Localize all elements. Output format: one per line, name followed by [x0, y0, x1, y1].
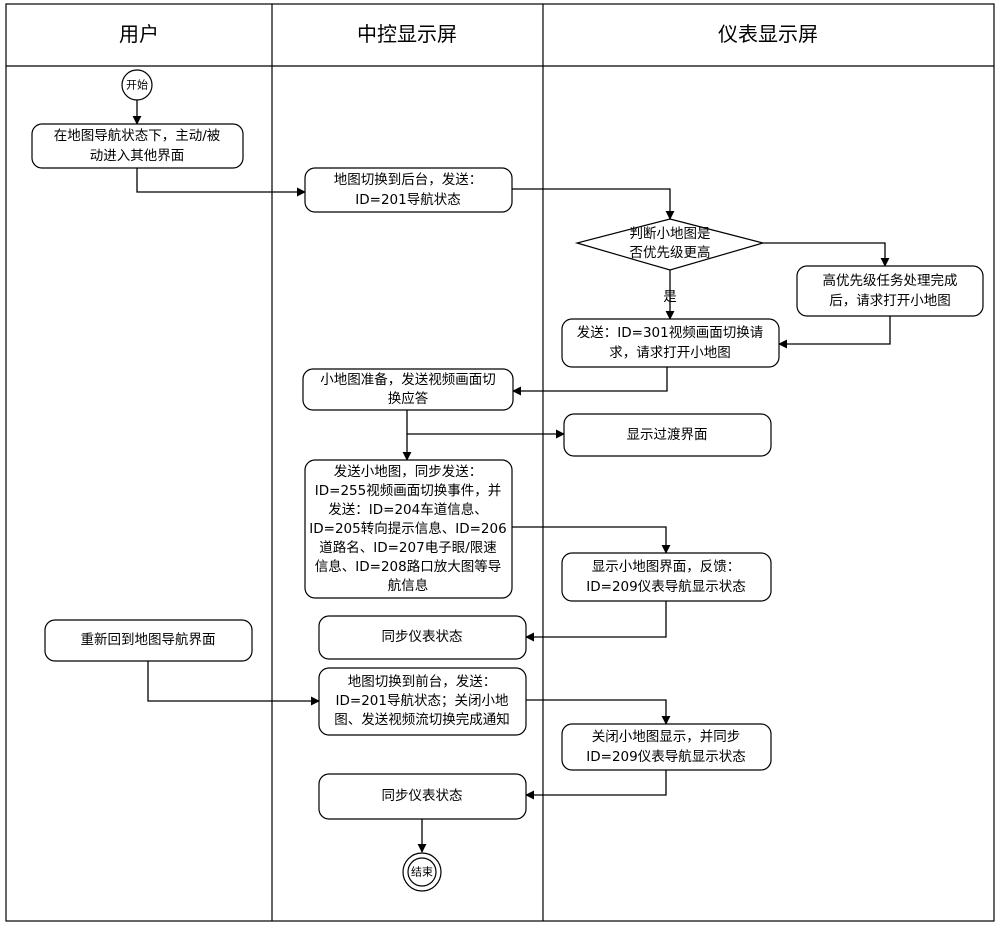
node-user-enter-line-1: 在地图导航状态下，主动/被 — [54, 128, 221, 144]
node-map-fg-line-3: 图、发送视频流切换完成通知 — [334, 711, 510, 728]
node-user-back: 重新回到地图导航界面 — [44, 619, 253, 662]
lane-title-user: 用户 — [119, 22, 159, 46]
arrow-high-priority-to-send301 — [778, 316, 891, 349]
node-sync-state-1: 同步仪表状态 — [318, 615, 527, 660]
node-send-301: 发送：ID=301视频画面切换请 求，请求打开小地图 — [561, 318, 780, 368]
node-map-fg-line-1: 地图切换到前台，发送： — [348, 673, 497, 690]
node-close-minimap-line-1: 关闭小地图显示，并同步 — [592, 729, 741, 745]
node-show-minimap-line-1: 显示小地图界面，反馈： — [592, 559, 741, 575]
arrow-send301-to-ready — [512, 367, 668, 396]
node-close-minimap-line-2: ID=209仪表导航显示状态 — [586, 749, 745, 765]
node-show-minimap-line-2: ID=209仪表导航显示状态 — [586, 579, 745, 595]
swimlane-frame — [5, 3, 995, 922]
lane-title-cluster-display: 仪表显示屏 — [718, 22, 818, 46]
node-send-301-line-1: 发送：ID=301视频画面切换请 — [577, 325, 763, 341]
end-node: 结束 — [402, 852, 442, 892]
node-send-301-line-2: 求，请求打开小地图 — [609, 344, 731, 361]
arrow-background-to-judge — [512, 188, 675, 220]
node-high-priority-line-2: 后，请求打开小地图 — [829, 292, 951, 309]
end-label: 结束 — [411, 866, 433, 879]
arrow-close-to-sync2 — [525, 770, 667, 800]
label-yes: 是 — [663, 289, 677, 305]
node-map-to-foreground: 地图切换到前台，发送： ID=201导航状态；关闭小地 图、发送视频流切换完成通… — [318, 667, 527, 736]
node-minimap-ready: 小地图准备，发送视频画面切 换应答 — [302, 368, 514, 411]
node-high-priority-done: 高优先级任务处理完成 后，请求打开小地图 — [796, 265, 984, 317]
node-sync-state-2: 同步仪表状态 — [318, 773, 527, 820]
arrow-send-minimap-to-show — [512, 526, 671, 554]
arrow-show-to-sync1 — [525, 601, 667, 642]
node-sync-state-2-label: 同步仪表状态 — [382, 788, 463, 804]
lane-title-center-display: 中控显示屏 — [357, 22, 457, 46]
decision-line-1: 判断小地图是 — [630, 226, 711, 242]
arrow-back-to-foreground — [147, 661, 320, 706]
node-map-bg-line-2: ID=201导航状态 — [355, 192, 460, 208]
start-node: 开始 — [121, 69, 153, 101]
node-show-transition: 显示过渡界面 — [563, 413, 772, 457]
connectors — [132, 100, 891, 853]
node-send-minimap: 发送小地图，同步发送： ID=255视频画面切换事件，并 发送：ID=204车道… — [304, 459, 513, 599]
node-map-bg-line-1: 地图切换到后台，发送： — [334, 172, 483, 188]
node-high-priority-line-1: 高优先级任务处理完成 — [823, 272, 958, 289]
node-minimap-ready-line-2: 换应答 — [388, 390, 429, 407]
node-user-enter-line-2: 动进入其他界面 — [90, 148, 185, 164]
node-user-back-label: 重新回到地图导航界面 — [81, 632, 216, 648]
arrow-enter-to-background — [136, 168, 306, 197]
node-send-minimap-line-7: 航信息 — [388, 577, 429, 594]
node-show-transition-label: 显示过渡界面 — [627, 427, 708, 443]
node-minimap-ready-line-1: 小地图准备，发送视频画面切 — [320, 371, 496, 388]
node-send-minimap-line-3: 发送：ID=204车道信息、 — [328, 501, 487, 518]
node-map-fg-line-2: ID=201导航状态；关闭小地 — [336, 693, 509, 709]
node-send-minimap-line-4: ID=205转向提示信息、ID=206 — [309, 520, 506, 537]
start-label: 开始 — [126, 78, 148, 92]
node-send-minimap-line-1: 发送小地图，同步发送： — [334, 464, 483, 480]
node-user-enter-other: 在地图导航状态下，主动/被 动进入其他界面 — [31, 123, 244, 169]
node-sync-state-1-label: 同步仪表状态 — [382, 629, 463, 645]
node-send-minimap-line-6: 信息、ID=208路口放大图等导 — [315, 558, 501, 575]
arrow-judge-to-high-priority — [763, 242, 890, 267]
node-send-minimap-line-5: 道路名、ID=207电子眼/限速 — [319, 540, 497, 556]
decision-priority: 判断小地图是 否优先级更高 — [574, 218, 766, 271]
decision-line-2: 否优先级更高 — [630, 244, 711, 261]
node-show-minimap: 显示小地图界面，反馈： ID=209仪表导航显示状态 — [561, 552, 772, 602]
node-map-to-background: 地图切换到后台，发送： ID=201导航状态 — [304, 167, 513, 213]
arrow-foreground-to-close — [526, 699, 671, 725]
node-send-minimap-line-2: ID=255视频画面切换事件，并 — [315, 483, 501, 499]
node-close-minimap: 关闭小地图显示，并同步 ID=209仪表导航显示状态 — [561, 723, 772, 771]
